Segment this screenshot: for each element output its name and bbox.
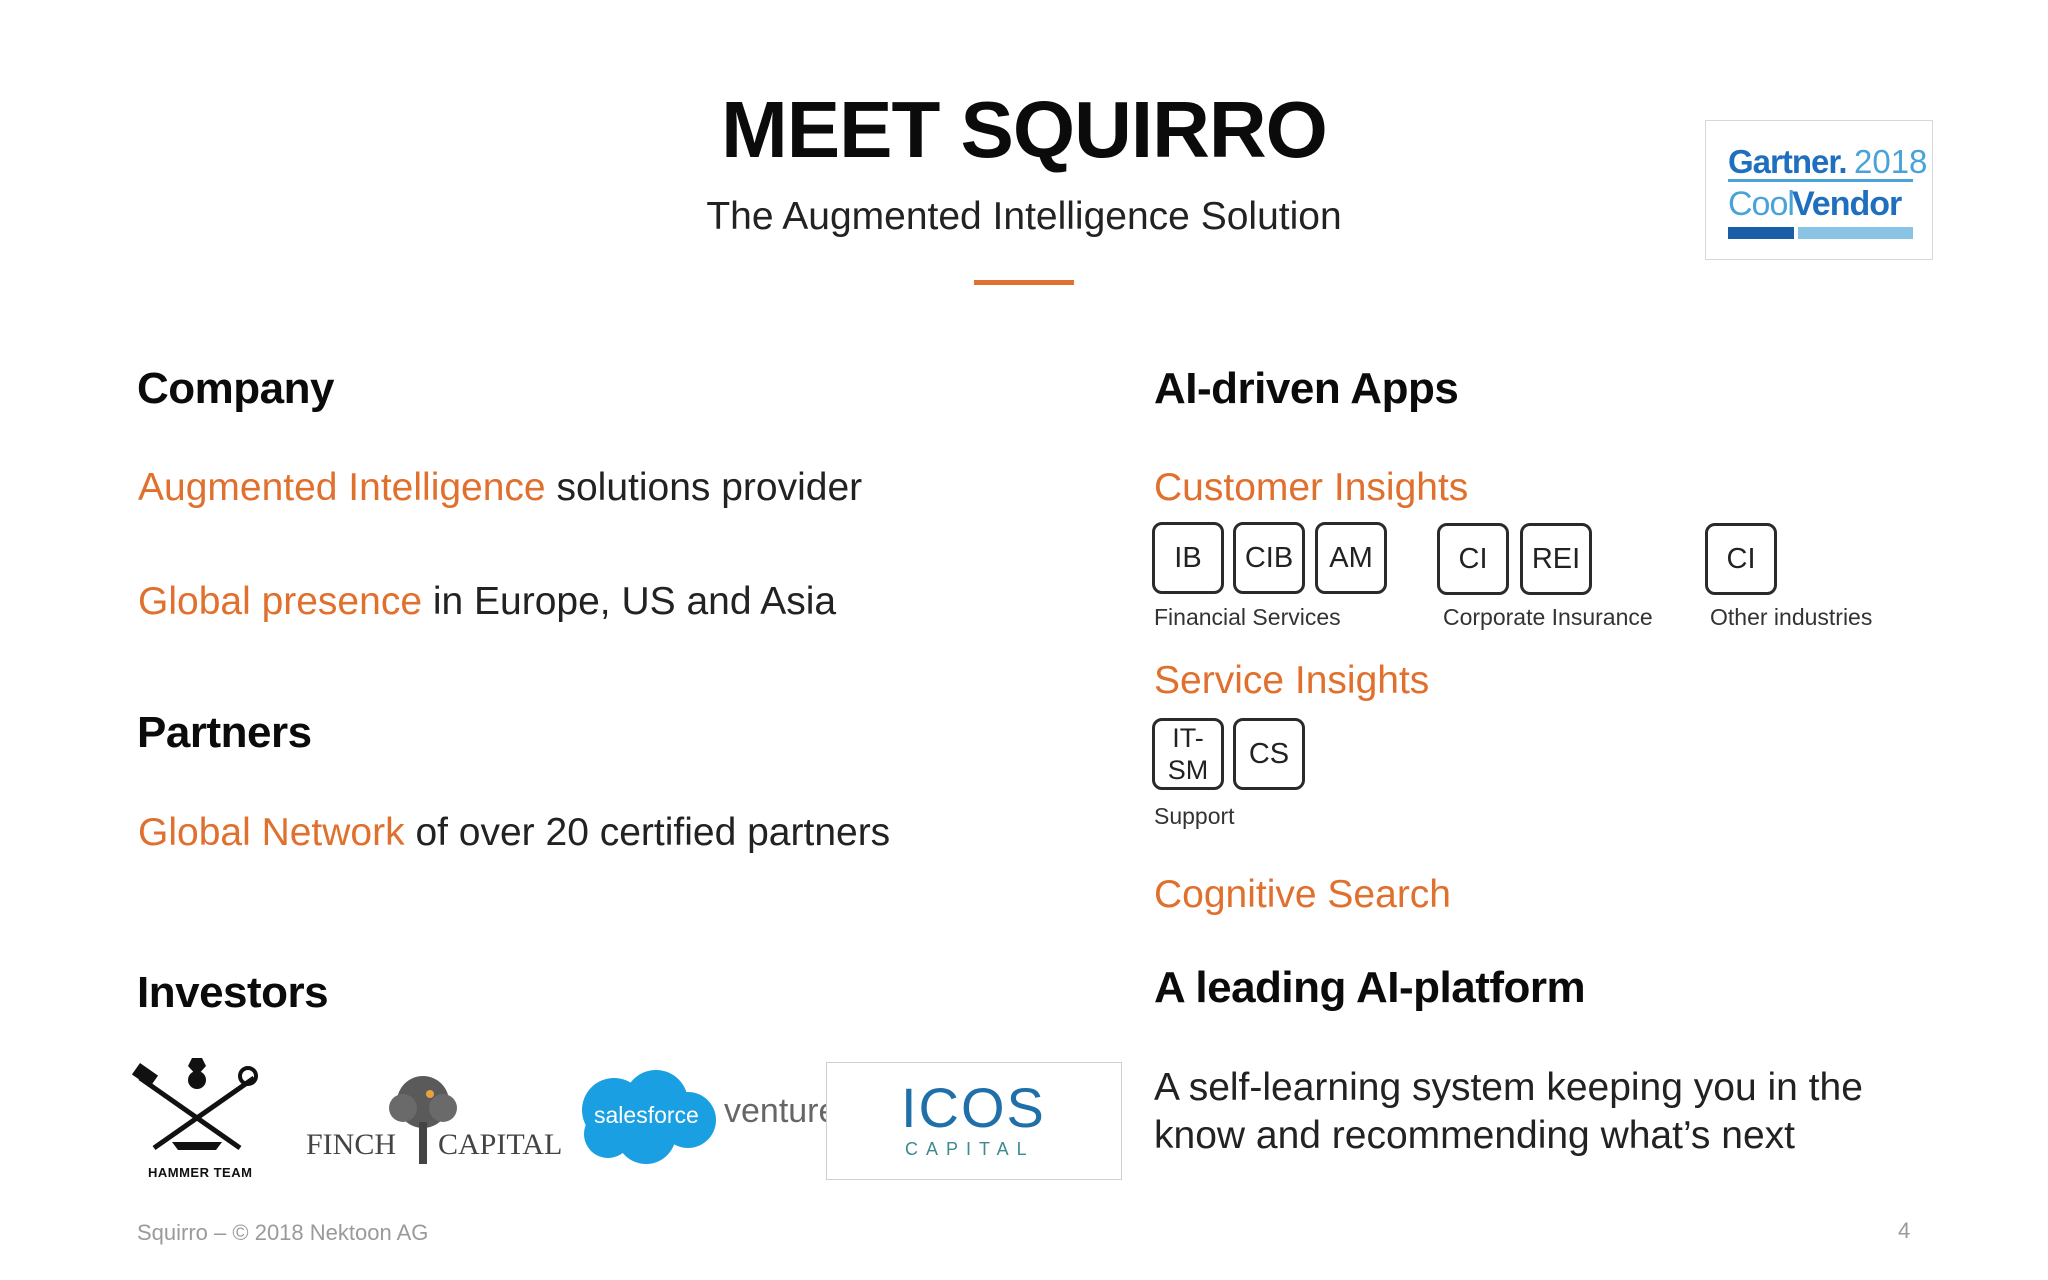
partners-heading: Partners <box>137 708 312 757</box>
app-chip-ci: CI <box>1437 523 1509 595</box>
gartner-cool-vendor-badge: Gartner. 2018 Cool Vendor <box>1705 120 1933 260</box>
gartner-brand: Gartner. <box>1728 143 1848 180</box>
company-line-1-rest: solutions provider <box>545 466 863 509</box>
group-label-support: Support <box>1154 803 1235 829</box>
group-label-corporate-insurance: Corporate Insurance <box>1443 604 1653 630</box>
salesforce-label: salesforce <box>594 1102 699 1128</box>
company-heading: Company <box>137 364 334 413</box>
gartner-bar-dark <box>1728 227 1794 239</box>
customer-insights-heading: Customer Insights <box>1154 466 1469 509</box>
hammer-team-label: HAMMER TEAM <box>148 1165 253 1180</box>
icos-capital-logo: ICOS CAPITAL <box>826 1062 1122 1180</box>
tree-icon <box>389 1076 457 1164</box>
salesforce-cloud-logo: salesforce <box>576 1068 718 1168</box>
company-line-2: Global presence in Europe, US and Asia <box>138 580 836 624</box>
finch-label: FINCH <box>306 1128 397 1161</box>
crossed-hammers-icon <box>131 1058 258 1151</box>
gartner-year: 2018 <box>1854 143 1928 180</box>
partners-line-1-rest: of over 20 certified partners <box>404 811 891 854</box>
slide-title: MEET SQUIRRO <box>721 85 1328 174</box>
partners-line-1: Global Network of over 20 certified part… <box>138 811 890 855</box>
platform-line-2: know and recommending what’s next <box>1154 1114 1795 1157</box>
app-chip-itsm: IT- SM <box>1152 718 1224 790</box>
gartner-bar-light <box>1798 227 1913 239</box>
company-line-2-highlight: Global presence <box>138 580 423 623</box>
app-chip-cib: CIB <box>1233 522 1305 594</box>
apps-heading: AI-driven Apps <box>1154 364 1459 413</box>
app-chip-ci-other: CI <box>1705 523 1777 595</box>
group-label-financial-services: Financial Services <box>1154 604 1341 630</box>
company-line-1: Augmented Intelligence solutions provide… <box>138 466 862 510</box>
partners-line-1-highlight: Global Network <box>138 811 405 854</box>
cloud-icon <box>582 1070 716 1164</box>
page-number: 4 <box>1898 1218 1911 1243</box>
cognitive-search-heading: Cognitive Search <box>1154 873 1451 916</box>
finch-capital-logo: FINCH CAPITAL <box>306 1072 566 1172</box>
company-line-1-highlight: Augmented Intelligence <box>138 466 546 509</box>
app-chip-ib: IB <box>1152 522 1224 594</box>
company-line-2-rest: in Europe, US and Asia <box>422 580 837 623</box>
app-chip-cs: CS <box>1233 718 1305 790</box>
gartner-cool-text: Cool <box>1728 185 1795 223</box>
gartner-vendor-text: Vendor <box>1792 185 1902 223</box>
investors-heading: Investors <box>137 968 329 1017</box>
platform-heading: A leading AI-platform <box>1154 963 1586 1012</box>
gartner-rule <box>1728 179 1913 182</box>
hammer-team-logo: HAMMER TEAM <box>131 1050 262 1185</box>
slide-subtitle: The Augmented Intelligence Solution <box>706 195 1342 238</box>
app-chip-am: AM <box>1315 522 1387 594</box>
service-insights-heading: Service Insights <box>1154 659 1430 702</box>
icos-label: ICOS <box>901 1076 1046 1139</box>
title-accent-divider <box>974 280 1074 285</box>
icos-capital-label: CAPITAL <box>905 1139 1035 1159</box>
group-label-other-industries: Other industries <box>1710 604 1873 630</box>
app-chip-rei: REI <box>1520 523 1592 595</box>
footer-copyright: Squirro – © 2018 Nektoon AG <box>137 1220 429 1245</box>
platform-line-1: A self-learning system keeping you in th… <box>1154 1066 1863 1109</box>
capital-label: CAPITAL <box>438 1128 563 1161</box>
